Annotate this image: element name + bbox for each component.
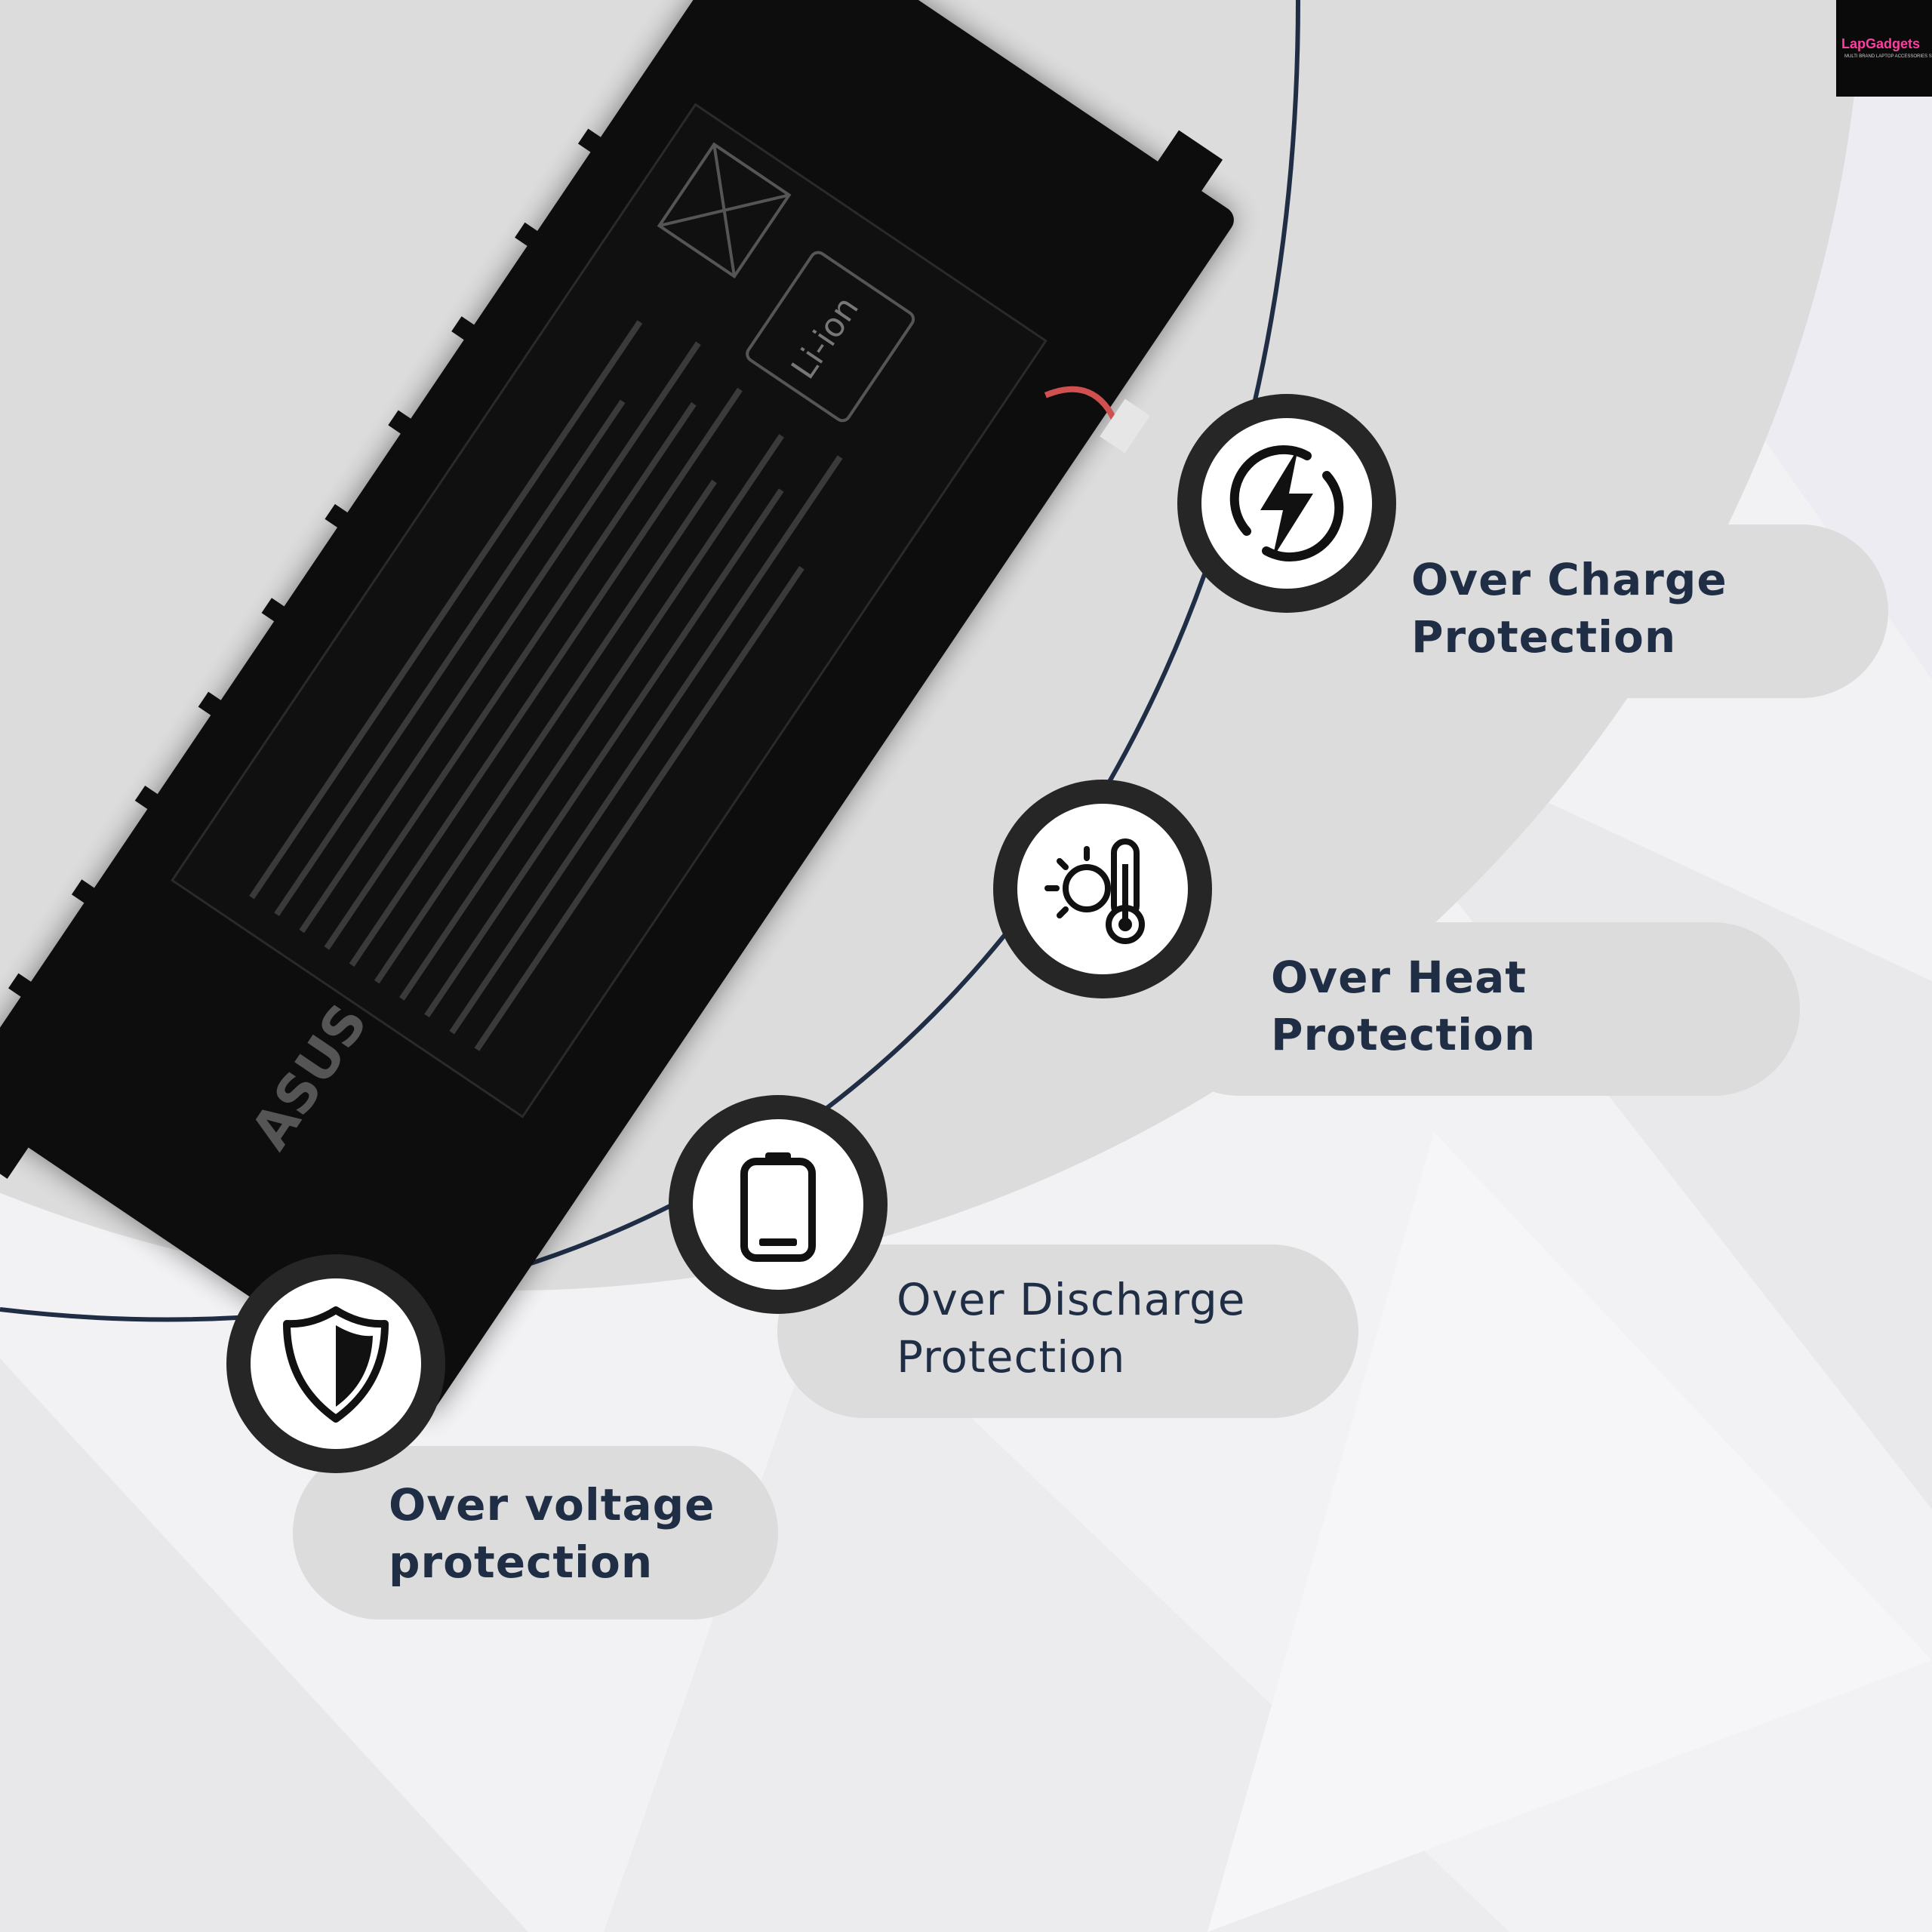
brand-logo-box: [1836, 0, 1932, 97]
feature-icon-ring-over-heat: [993, 780, 1212, 998]
feature-label-over-voltage: Over voltage protection: [389, 1479, 715, 1588]
brand-logo-text: LapGadgets: [1841, 36, 1921, 51]
brand-logo-tagline: MULTI BRAND LAPTOP ACCESSORIES STORE: [1844, 54, 1932, 59]
feature-icon-ring-over-voltage: [226, 1254, 445, 1473]
feature-pill-over-heat: [1152, 922, 1800, 1096]
feature-icon-ring-over-discharge: [669, 1095, 888, 1314]
feature-pill-over-charge: [1292, 525, 1888, 698]
shield-icon: [283, 1306, 389, 1423]
feature-icon-ring-over-charge: [1177, 394, 1396, 613]
feature-label-over-discharge: Over Discharge Protection: [897, 1274, 1246, 1383]
feature-pill-over-discharge: [777, 1244, 1358, 1418]
lightning-icon: [1229, 445, 1344, 562]
feature-pill-over-voltage: [293, 1446, 778, 1620]
feature-label-over-charge: Over Charge Protection: [1411, 554, 1727, 663]
thermometer-sun-icon: [1044, 838, 1145, 944]
feature-label-over-heat: Over Heat Protection: [1271, 952, 1537, 1060]
battery-low-icon: [740, 1152, 816, 1262]
